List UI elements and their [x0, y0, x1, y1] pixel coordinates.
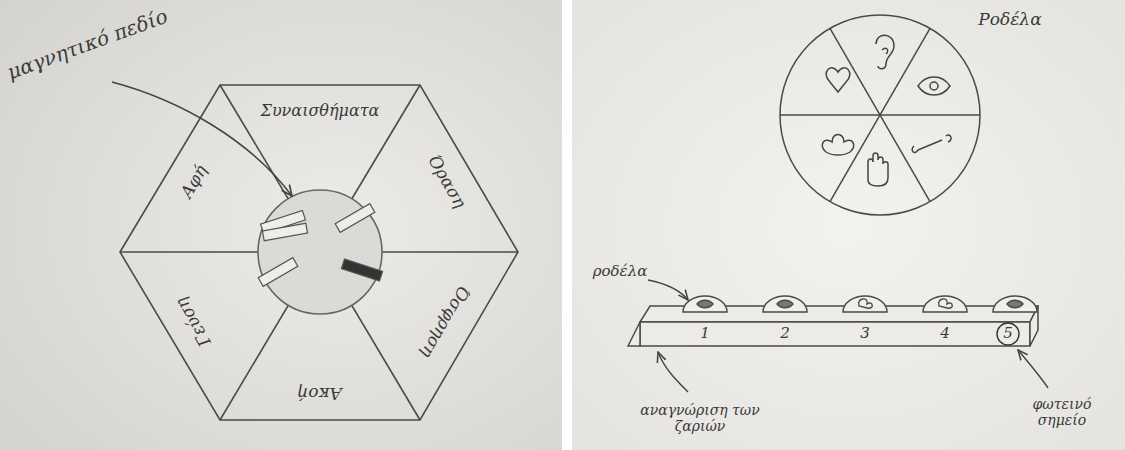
paper-right [572, 0, 1125, 450]
highlight-ring [997, 323, 1019, 345]
callout-number: 4 [940, 325, 950, 342]
hexagon-board [120, 85, 518, 420]
washer-domes [683, 296, 1037, 312]
part-label: Ροδέλα [978, 10, 1041, 30]
leader-arrow [648, 280, 688, 300]
paper-left [0, 0, 562, 450]
callout-number: 5 [1003, 325, 1013, 342]
sector-label: Συναισθήματα [261, 102, 380, 120]
washer-disc [780, 15, 980, 215]
part-label: ροδέλα [593, 263, 648, 280]
leader-arrow [658, 352, 688, 392]
callout-number: 2 [780, 325, 790, 342]
magnet-strips [258, 204, 382, 287]
callout-number: 1 [700, 325, 710, 342]
note-label: αναγνώριση των ζαριών [635, 402, 765, 434]
sense-icons [822, 35, 951, 186]
sector-label: Ακοή [298, 383, 342, 403]
callout-number: 3 [860, 325, 870, 342]
note-label: φωτεινό σημείο [1012, 396, 1112, 428]
leader-arrow [1018, 350, 1048, 388]
